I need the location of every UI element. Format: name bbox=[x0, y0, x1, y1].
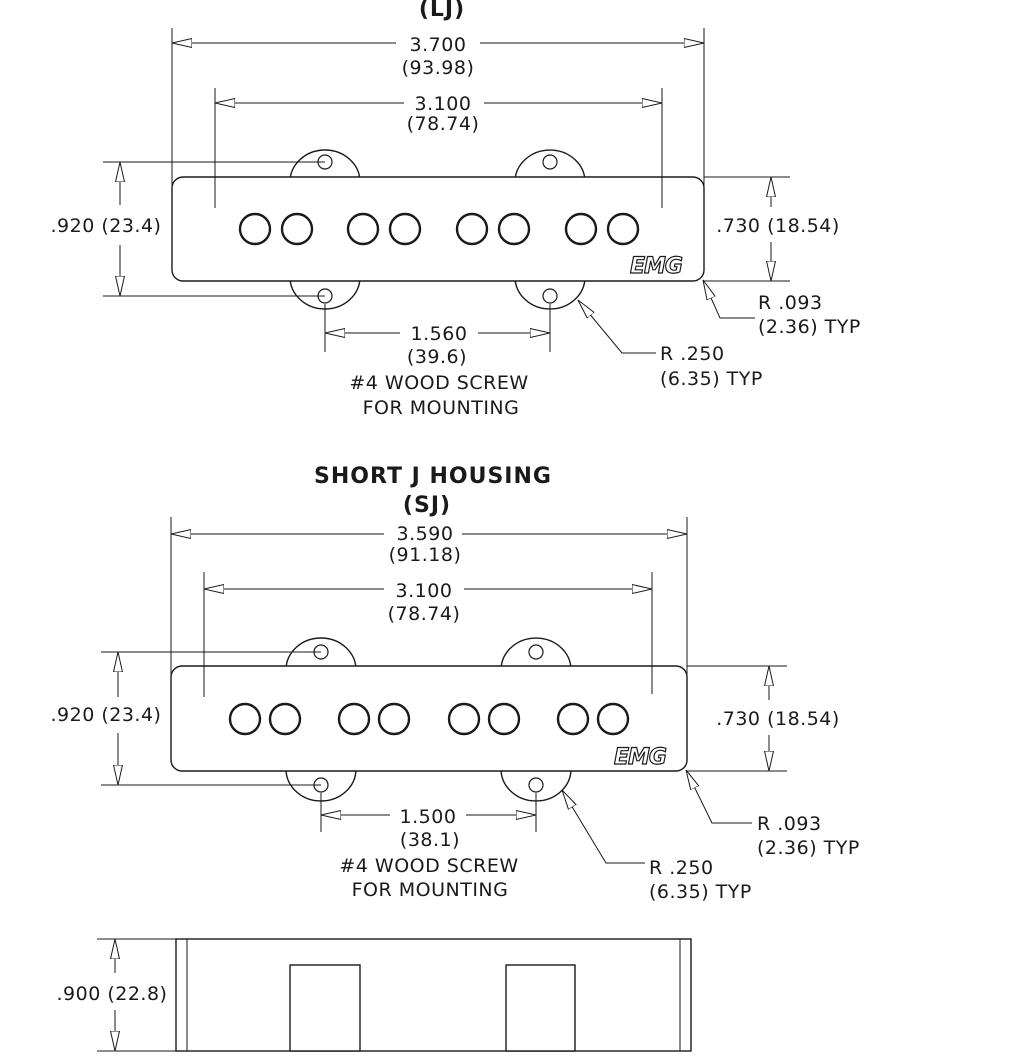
leader-tab-radius bbox=[562, 790, 645, 864]
pole-piece bbox=[455, 212, 489, 246]
pole-piece bbox=[447, 702, 481, 736]
screw-hole bbox=[528, 644, 544, 660]
pole-piece bbox=[268, 702, 302, 736]
long-j-body-height: .730 (18.54) bbox=[716, 215, 840, 237]
short-j-pole-span: 3.100 bbox=[396, 580, 453, 602]
long-j-section: (LJ) 3.700 (93.98) 3.100 (78.74) bbox=[51, 0, 861, 419]
long-j-corner-radius: R .093 bbox=[758, 292, 823, 314]
side-view-section: .900 (22.8) bbox=[57, 938, 692, 1052]
leader-corner-radius bbox=[703, 280, 755, 319]
pole-piece bbox=[556, 702, 590, 736]
short-j-pole-span-mm: (78.74) bbox=[388, 603, 461, 625]
long-j-title-code: (LJ) bbox=[419, 0, 465, 22]
side-view-body bbox=[175, 938, 692, 1052]
long-j-pole-span-mm: (78.74) bbox=[407, 113, 480, 135]
short-j-body-height: .730 (18.54) bbox=[716, 708, 840, 730]
long-j-pole-span: 3.100 bbox=[415, 93, 472, 115]
pole-piece bbox=[346, 212, 380, 246]
long-j-mount-spacing: 1.560 bbox=[411, 323, 468, 345]
short-j-corner-radius: R .093 bbox=[757, 813, 822, 835]
short-j-screw-note: FOR MOUNTING bbox=[352, 879, 509, 901]
leader-tab-radius bbox=[578, 300, 656, 354]
short-j-title-code: (SJ) bbox=[403, 493, 451, 518]
long-j-overall-length-mm: (93.98) bbox=[402, 57, 475, 79]
short-j-corner-radius-mm: (2.36) TYP bbox=[757, 837, 860, 859]
side-view-tab bbox=[505, 964, 576, 1052]
pickup-body bbox=[171, 176, 705, 282]
pole-piece bbox=[497, 212, 531, 246]
long-j-overall-length: 3.700 bbox=[410, 34, 467, 56]
long-j-screw-note: #4 WOOD SCREW bbox=[349, 372, 528, 394]
leader-corner-radius bbox=[686, 770, 752, 824]
pole-piece bbox=[280, 212, 314, 246]
pole-piece bbox=[606, 212, 640, 246]
pole-piece bbox=[596, 702, 630, 736]
side-view-height: .900 (22.8) bbox=[57, 983, 168, 1005]
screw-hole bbox=[528, 777, 544, 793]
long-j-tab-radius: R .250 bbox=[660, 343, 725, 365]
pole-piece bbox=[377, 702, 411, 736]
pole-piece bbox=[238, 212, 272, 246]
short-j-tab-height: .920 (23.4) bbox=[51, 704, 162, 726]
emg-logo: EMG bbox=[630, 254, 683, 279]
long-j-screw-note: FOR MOUNTING bbox=[363, 397, 520, 419]
long-j-tab-radius-mm: (6.35) TYP bbox=[660, 368, 763, 390]
pole-piece bbox=[388, 212, 422, 246]
side-view-tab bbox=[289, 964, 361, 1052]
long-j-corner-radius-mm: (2.36) TYP bbox=[758, 316, 861, 338]
pole-piece bbox=[337, 702, 371, 736]
short-j-overall-length-mm: (91.18) bbox=[389, 544, 462, 566]
screw-hole bbox=[542, 154, 558, 170]
long-j-mount-spacing-mm: (39.6) bbox=[407, 346, 467, 368]
short-j-mount-spacing: 1.500 bbox=[400, 806, 457, 828]
short-j-screw-note: #4 WOOD SCREW bbox=[339, 855, 518, 877]
long-j-tab-height: .920 (23.4) bbox=[51, 215, 162, 237]
short-j-mount-spacing-mm: (38.1) bbox=[400, 829, 460, 851]
short-j-overall-length: 3.590 bbox=[397, 523, 454, 545]
screw-hole bbox=[542, 288, 558, 304]
pole-piece bbox=[564, 212, 598, 246]
short-j-title: SHORT J HOUSING bbox=[314, 464, 552, 489]
pole-piece bbox=[487, 702, 521, 736]
short-j-section: SHORT J HOUSING (SJ) 3.590 (91.18) 3.100… bbox=[51, 464, 860, 903]
pickup-body bbox=[170, 665, 688, 772]
short-j-tab-radius-mm: (6.35) TYP bbox=[649, 881, 752, 903]
emg-logo: EMG bbox=[614, 745, 667, 770]
pole-piece bbox=[228, 702, 262, 736]
short-j-tab-radius: R .250 bbox=[649, 857, 714, 879]
